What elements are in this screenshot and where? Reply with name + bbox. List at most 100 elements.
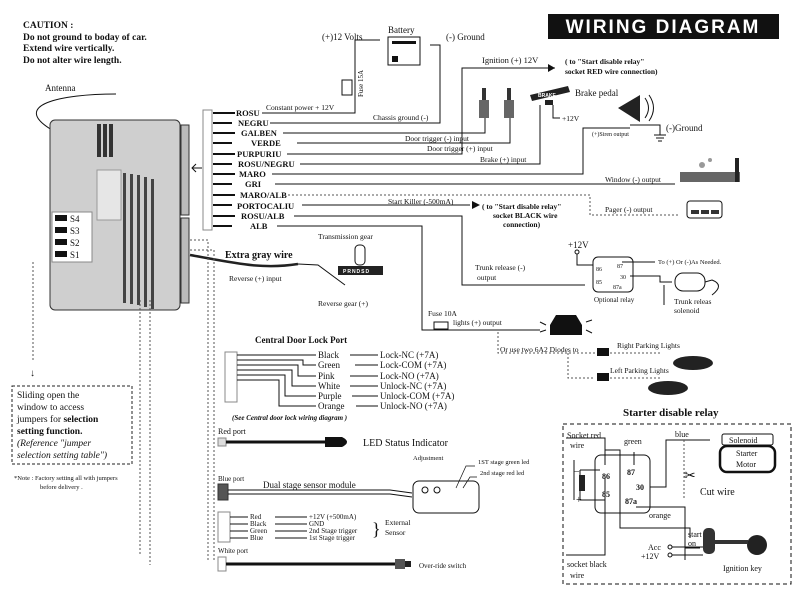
jumper-s3[interactable] xyxy=(55,227,67,233)
door-lock-title: Central Door Lock Port xyxy=(255,335,347,345)
start-killer-label: Start Killer (-500mA) xyxy=(388,197,454,206)
optional-relay xyxy=(592,256,634,293)
reverse-input-label: Reverse (+) input xyxy=(229,274,282,283)
wire-label: MARO/ALB xyxy=(240,190,287,200)
wire-label: PURPURIU xyxy=(237,149,281,159)
title-banner xyxy=(548,14,779,39)
plus-label: + xyxy=(576,495,582,506)
adjustment-knob[interactable] xyxy=(421,486,429,494)
note-line: selection setting table") xyxy=(17,450,107,461)
blue-port-label: Blue port xyxy=(218,475,244,483)
main-connector[interactable] xyxy=(202,109,213,231)
ignition-note: ( to "Start disable relay" xyxy=(565,57,644,66)
starter-relay-box xyxy=(562,423,792,585)
antenna-label: Antenna xyxy=(45,83,76,93)
diode-icon xyxy=(597,373,609,381)
relay-pin: 30 xyxy=(636,483,644,492)
trunk-solenoid-label: solenoid xyxy=(674,306,700,315)
door-trigger-plus-label: Door trigger (+) input xyxy=(427,144,494,153)
led-pointers xyxy=(455,465,477,489)
socket-black-label: wire xyxy=(570,571,585,580)
sensor-wire-color: Black xyxy=(250,520,267,528)
jumper-s4[interactable] xyxy=(55,215,67,221)
brace: } xyxy=(372,519,381,539)
blue-wire-label: blue xyxy=(675,430,689,439)
start-killer-note: socket BLACK wire xyxy=(493,211,558,220)
siren-icon xyxy=(618,94,654,122)
external-sensor-label: External xyxy=(385,518,410,527)
ignition-key-label: Ignition key xyxy=(723,564,762,573)
adjustment-knob[interactable] xyxy=(433,486,441,494)
green-wire-label: green xyxy=(624,437,642,446)
wire-label: GALBEN xyxy=(241,128,278,138)
led-label: LED Status Indicator xyxy=(363,438,449,449)
jumper-switches: S4 S3 S2 S1 xyxy=(55,214,80,260)
brake-pedal-label: Brake pedal xyxy=(575,88,619,98)
door-lock-target: Lock-COM (+7A) xyxy=(380,360,446,370)
factory-note: before delivery . xyxy=(40,484,83,491)
fuse-10a-label: Fuse 10A xyxy=(428,309,458,318)
green-led-label: 1ST stage green led xyxy=(478,459,530,466)
acc-label: Acc xyxy=(648,543,661,552)
relay-supply-wire xyxy=(576,252,595,266)
starter-relay-pins: 86 87 30 85 87a xyxy=(602,468,644,506)
fuse-15a-label: Fuse 15A xyxy=(357,70,365,97)
constant-power-label: Constant power + 12V xyxy=(266,103,335,112)
relay-output-wires xyxy=(622,261,672,283)
battery-negative: (-) Ground xyxy=(446,32,485,42)
relay-pin: 86 xyxy=(602,472,610,481)
external-sensor-connector[interactable] xyxy=(217,511,231,543)
door-lock-color: White xyxy=(318,381,340,391)
door-lock-color: Black xyxy=(318,350,339,360)
sensor-cable xyxy=(228,489,413,498)
blue-port-connector[interactable] xyxy=(217,483,229,501)
car-lights-icon xyxy=(539,315,593,335)
door-lock-target: Lock-NO (+7A) xyxy=(380,371,439,381)
sensor-wire-color: Red xyxy=(250,513,262,521)
pager-icon xyxy=(686,200,723,219)
relay-pin: 87a xyxy=(625,497,637,506)
starter-relay-title: Starter disable relay xyxy=(623,407,719,419)
socket-red-label: Socket red xyxy=(567,431,601,440)
optional-relay-label: Optional relay xyxy=(594,296,635,304)
door-lock-target: Lock-NC (+7A) xyxy=(380,350,438,360)
chassis-ground-label: Chassis ground (-) xyxy=(373,113,429,122)
siren-ground-label: (-)Ground xyxy=(666,123,703,133)
note-line: jumpers for xyxy=(16,414,62,425)
door-lock-connector[interactable] xyxy=(224,351,238,403)
battery-positive: (+)12 Volts xyxy=(322,32,363,42)
reverse-wire xyxy=(297,263,346,286)
caution-heading: CAUTION : xyxy=(23,21,73,31)
harness-wires: ROSU NEGRU GALBEN VERDE PURPURIU ROSU/NE… xyxy=(213,39,680,331)
antenna-wire xyxy=(36,93,117,131)
jumper-label: S4 xyxy=(70,214,80,224)
diode-wires xyxy=(497,332,660,379)
start-label: start xyxy=(688,530,703,539)
sensor-module-label: Dual stage sensor module xyxy=(263,480,356,490)
fuse-icon xyxy=(433,321,449,330)
starter-motor-label: Starter xyxy=(736,449,758,458)
white-port-connector[interactable] xyxy=(217,556,227,572)
caution-line: Do not ground to boday of car. xyxy=(23,33,147,43)
ignition-note: socket RED wire connection) xyxy=(565,67,658,76)
fuse-icon xyxy=(341,79,353,96)
jumper-label: S2 xyxy=(70,238,80,248)
transmission-gear-label: Transmission gear xyxy=(318,232,373,241)
relay-pin: 86 xyxy=(596,267,602,273)
jumper-label: S3 xyxy=(70,226,80,236)
ground-icon xyxy=(654,134,666,142)
jumper-s1[interactable] xyxy=(55,251,67,257)
left-parking-lights-label: Left Parking Lights xyxy=(610,366,669,375)
wire-label: GRI xyxy=(245,179,262,189)
jumper-s2[interactable] xyxy=(55,239,67,245)
red-port-connector[interactable] xyxy=(217,437,227,447)
external-sensor-rows: Red Black Green Blue +12V (+500mA) GND 2… xyxy=(230,513,358,542)
sensor-wire-function: 1st Stage trigger xyxy=(309,534,356,542)
relay-pin: 87a xyxy=(613,285,622,291)
override-switch-icon[interactable] xyxy=(395,559,405,569)
parking-light-icon xyxy=(648,381,688,395)
minus-label: − xyxy=(574,467,580,478)
factory-note: *Note : Factory setting all with jumpers xyxy=(14,475,118,482)
arrow-down-icon: ↓ xyxy=(30,368,35,379)
